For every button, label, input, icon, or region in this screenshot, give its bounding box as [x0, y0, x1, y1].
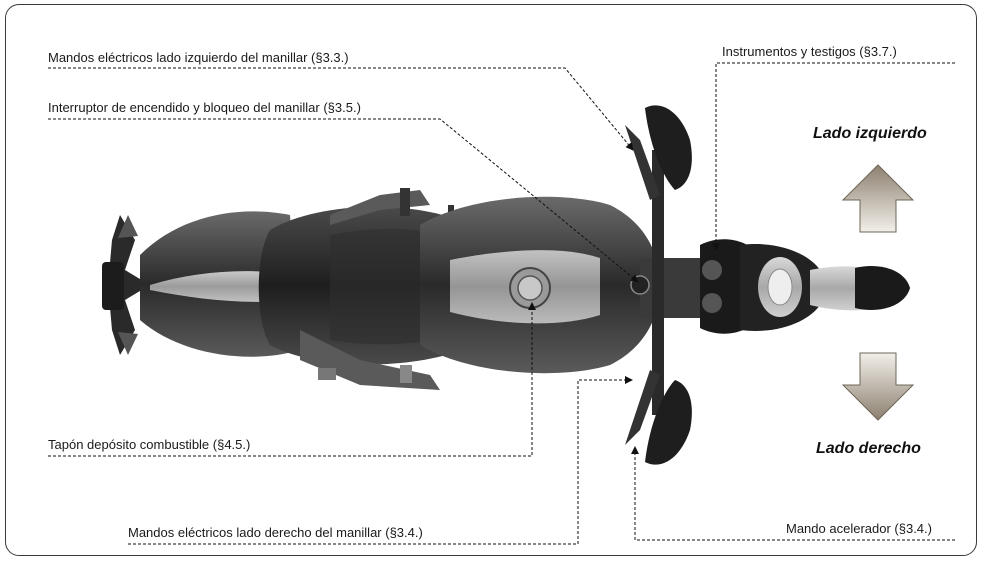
- arrow-down-icon: [843, 353, 913, 420]
- label-fuel-cap: Tapón depósito combustible (§4.5.): [48, 437, 250, 452]
- arrow-up-icon: [843, 165, 913, 232]
- right-handlebar: [652, 285, 664, 415]
- label-ignition: Interruptor de encendido y bloqueo del m…: [48, 100, 361, 115]
- label-right-side: Lado derecho: [816, 440, 921, 458]
- label-instruments: Instrumentos y testigos (§3.7.): [722, 44, 897, 59]
- motorcycle: [102, 105, 910, 464]
- leader-instruments: [716, 63, 955, 250]
- label-left-controls: Mandos eléctricos lado izquierdo del man…: [48, 50, 349, 65]
- left-handlebar: [652, 150, 664, 300]
- label-right-controls: Mandos eléctricos lado derecho del manil…: [128, 525, 423, 540]
- label-throttle: Mando acelerador (§3.4.): [786, 521, 932, 536]
- front-wheel: [855, 266, 910, 310]
- label-left-side: Lado izquierdo: [813, 125, 927, 143]
- leader-right-controls: [128, 380, 632, 544]
- steering-head: [640, 258, 710, 318]
